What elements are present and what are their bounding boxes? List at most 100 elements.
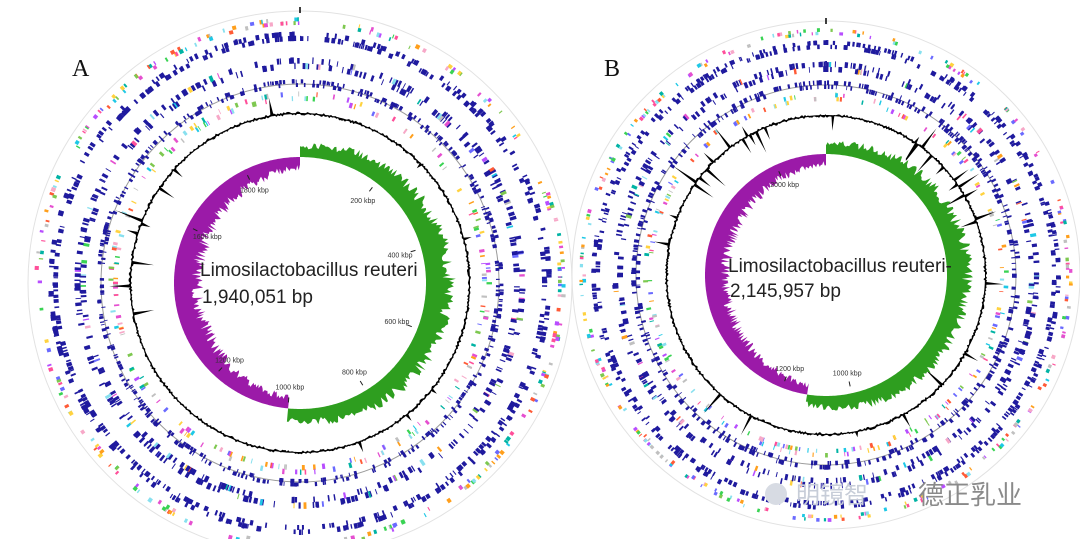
cds-feature bbox=[117, 114, 123, 120]
cog-feature bbox=[583, 318, 588, 322]
cds-feature bbox=[876, 476, 880, 483]
cds-feature bbox=[458, 165, 463, 169]
cds-feature bbox=[278, 79, 282, 85]
cog-feature bbox=[985, 343, 991, 346]
cds-feature bbox=[408, 116, 414, 122]
cds-feature bbox=[58, 209, 65, 215]
cds-feature bbox=[190, 114, 195, 120]
cds-feature bbox=[437, 135, 442, 140]
cds-feature bbox=[253, 87, 258, 93]
cog-feature bbox=[1033, 153, 1038, 158]
cog-feature bbox=[106, 104, 111, 110]
cog-feature bbox=[598, 186, 603, 191]
cog-feature bbox=[945, 64, 950, 69]
cog-feature bbox=[651, 233, 657, 236]
cds-feature bbox=[186, 113, 191, 118]
cog-feature bbox=[747, 431, 751, 436]
cds-feature bbox=[1055, 257, 1061, 261]
cds-feature bbox=[737, 444, 743, 450]
cds-feature bbox=[623, 153, 630, 159]
cog-feature bbox=[557, 262, 562, 266]
cds-feature bbox=[221, 512, 226, 518]
cds-feature bbox=[632, 291, 637, 294]
cds-feature bbox=[685, 405, 690, 411]
cds-feature bbox=[498, 141, 505, 147]
cog-feature bbox=[638, 433, 643, 437]
cds-feature bbox=[462, 131, 469, 138]
cds-feature bbox=[642, 162, 649, 169]
cds-feature bbox=[1046, 222, 1051, 225]
cds-feature bbox=[362, 44, 365, 50]
cds-feature bbox=[628, 190, 636, 195]
cog-feature bbox=[1062, 331, 1066, 334]
cds-feature bbox=[137, 396, 142, 400]
cds-feature bbox=[834, 61, 837, 68]
cds-feature bbox=[56, 345, 63, 351]
cds-feature bbox=[239, 91, 244, 97]
cds-feature bbox=[1031, 376, 1037, 381]
cds-feature bbox=[793, 68, 797, 75]
cog-feature bbox=[772, 33, 775, 38]
cds-feature bbox=[951, 432, 958, 439]
cds-feature bbox=[314, 481, 318, 487]
cds-feature bbox=[438, 452, 444, 459]
cog-feature bbox=[705, 141, 711, 147]
cog-feature bbox=[85, 124, 90, 129]
cds-feature bbox=[928, 448, 934, 456]
cog-feature bbox=[934, 414, 940, 420]
cds-feature bbox=[525, 180, 531, 185]
cds-feature bbox=[1030, 368, 1037, 373]
cds-feature bbox=[636, 260, 641, 264]
cog-feature bbox=[851, 446, 854, 452]
cds-feature bbox=[1046, 223, 1052, 227]
cds-feature bbox=[1009, 243, 1014, 246]
cds-feature bbox=[830, 44, 833, 50]
cds-feature bbox=[641, 378, 647, 383]
cds-feature bbox=[953, 410, 958, 415]
cds-feature bbox=[830, 482, 833, 489]
cds-feature bbox=[97, 130, 105, 137]
cog-feature bbox=[690, 388, 696, 394]
cds-feature bbox=[852, 41, 855, 47]
cog-feature bbox=[147, 497, 153, 503]
cog-feature bbox=[136, 489, 141, 494]
cds-feature bbox=[328, 59, 331, 66]
cog-feature bbox=[463, 361, 469, 366]
cds-feature bbox=[921, 438, 926, 443]
cds-feature bbox=[1011, 268, 1017, 271]
cds-feature bbox=[699, 81, 703, 87]
watermark-logo-icon bbox=[765, 483, 787, 505]
cds-feature bbox=[603, 212, 609, 216]
cds-feature bbox=[316, 501, 320, 508]
cds-feature bbox=[857, 462, 861, 467]
cds-feature bbox=[305, 63, 309, 70]
cds-feature bbox=[990, 433, 996, 440]
cds-feature bbox=[620, 214, 627, 219]
cds-feature bbox=[845, 463, 848, 469]
cog-feature bbox=[599, 372, 605, 378]
cds-feature bbox=[541, 276, 547, 280]
cds-feature bbox=[419, 458, 426, 467]
cds-feature bbox=[873, 45, 877, 51]
cds-feature bbox=[812, 62, 815, 68]
cds-feature bbox=[637, 323, 643, 327]
cds-feature bbox=[1000, 122, 1007, 129]
cog-feature bbox=[358, 24, 361, 29]
cds-feature bbox=[637, 361, 643, 366]
cds-feature bbox=[376, 98, 379, 103]
cds-feature bbox=[631, 272, 636, 274]
cds-feature bbox=[961, 138, 967, 144]
cds-feature bbox=[615, 233, 622, 237]
cog-feature bbox=[533, 392, 538, 396]
cds-feature bbox=[398, 452, 402, 457]
cds-feature bbox=[451, 90, 458, 97]
cog-feature bbox=[540, 383, 546, 388]
cds-feature bbox=[905, 446, 910, 452]
cds-feature bbox=[524, 178, 530, 183]
cog-feature bbox=[312, 464, 316, 470]
cds-feature bbox=[703, 122, 708, 128]
cds-feature bbox=[631, 184, 638, 190]
cds-feature bbox=[901, 81, 905, 88]
cds-feature bbox=[112, 154, 120, 161]
cog-feature bbox=[445, 399, 450, 404]
